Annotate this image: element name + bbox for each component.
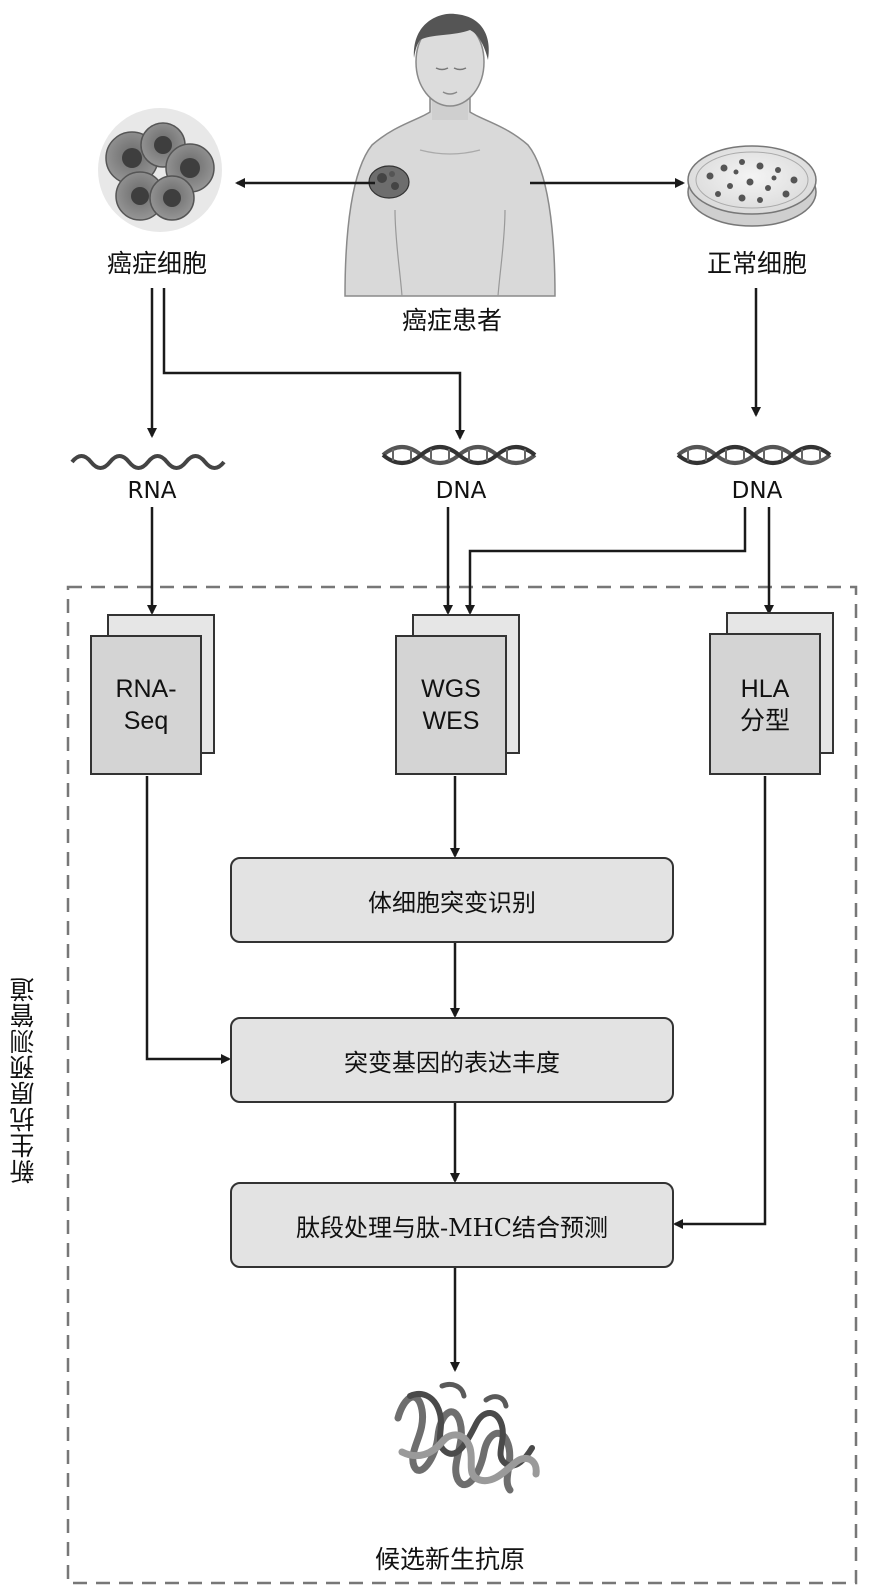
- dna-tumor-label: DNA: [435, 478, 487, 504]
- wgs-wes-doc-label: WGS WES: [421, 675, 481, 735]
- hla-doc-label: HLA 分型: [739, 675, 790, 735]
- pipeline-boundary: [66, 585, 858, 1585]
- dna-helix-icon: [676, 445, 832, 465]
- doc-wgs-wes: [395, 614, 520, 775]
- patient-label: 癌症患者: [401, 306, 502, 335]
- step-somatic-mutation: 体细胞突变识别: [368, 888, 536, 917]
- rna-wave-icon: [70, 454, 226, 470]
- peptide-chain-icon: [394, 1381, 540, 1494]
- arrow-hla-to-binding: [673, 776, 767, 1229]
- human-figure-icon: [344, 13, 556, 297]
- arrow-cancer-to-dna: [162, 288, 465, 440]
- arrow-rnaseq-to-expression: [145, 776, 231, 1064]
- rnaseq-doc-label: RNA- Seq: [115, 675, 177, 735]
- cancer-cells-label: 癌症细胞: [106, 249, 207, 278]
- petri-dish-icon: [687, 145, 817, 227]
- step-peptide-mhc-binding: 肽段处理与肽-MHC结合预测: [296, 1213, 608, 1242]
- step-box-somatic: [230, 857, 674, 943]
- output-label: 候选新生抗原: [374, 1545, 525, 1574]
- step-box-binding: [230, 1182, 674, 1268]
- cancer-cell-cluster-icon: [98, 108, 222, 232]
- dna-helix-icon: [381, 445, 537, 465]
- doc-rnaseq: [90, 614, 215, 775]
- step-box-expression: [230, 1017, 674, 1103]
- dna-normal-label: DNA: [731, 478, 783, 504]
- arrow-normaldna-to-wgs: [465, 507, 747, 615]
- pipeline-title: 新生抗原预测管道: [9, 976, 38, 1184]
- step-expression-abundance: 突变基因的表达丰度: [344, 1048, 560, 1077]
- normal-cells-label: 正常细胞: [706, 249, 807, 278]
- rna-label: RNA: [127, 478, 177, 504]
- doc-hla: [709, 612, 834, 775]
